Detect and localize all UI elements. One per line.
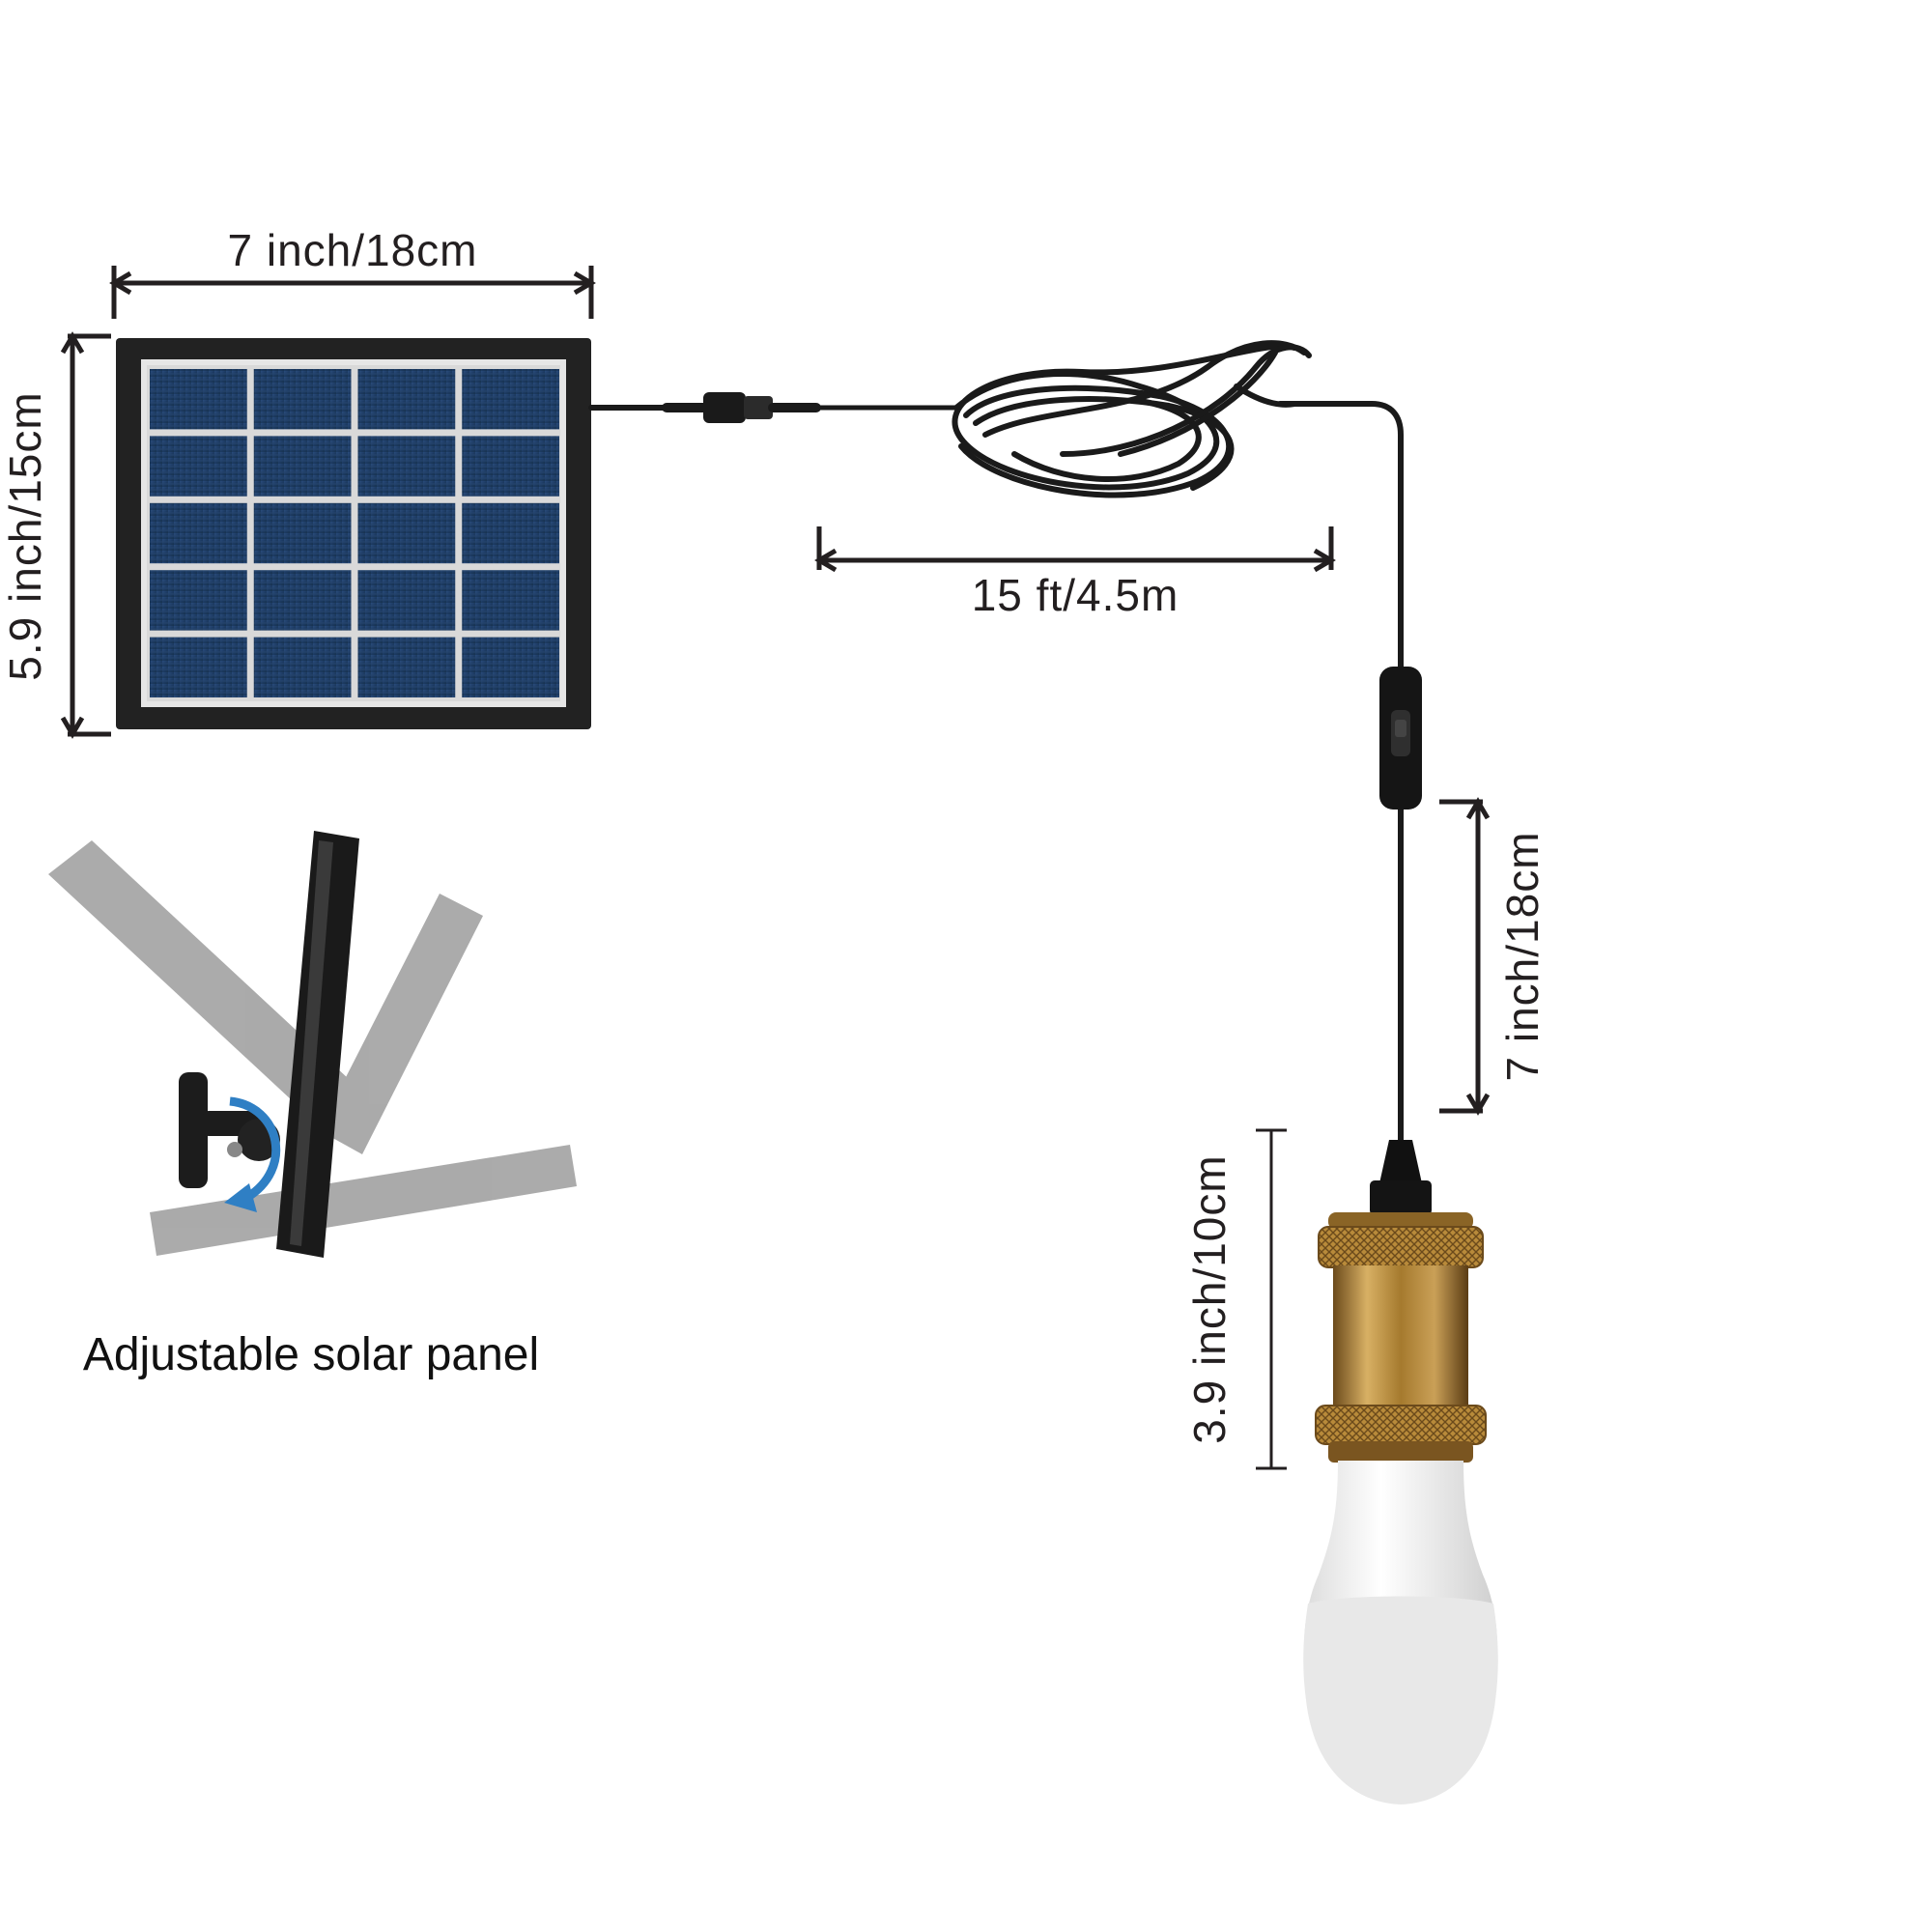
solar-cell bbox=[357, 502, 456, 564]
solar-cell bbox=[253, 436, 352, 497]
cable-length-label: 15 ft/4.5m bbox=[972, 570, 1179, 620]
solar-cell bbox=[150, 502, 247, 564]
switch-to-socket-label: 7 inch/18cm bbox=[1497, 831, 1548, 1081]
adjustable-panel-illustration bbox=[48, 831, 577, 1258]
solar-cell bbox=[253, 570, 352, 631]
dimension-lines bbox=[60, 266, 1491, 1470]
brass-socket-icon bbox=[1315, 1140, 1487, 1463]
socket-height-label: 3.9 inch/10cm bbox=[1184, 1154, 1235, 1443]
solar-cell bbox=[357, 369, 456, 430]
solar-cell bbox=[462, 502, 559, 564]
solar-cell bbox=[150, 369, 247, 430]
panel-height-label: 5.9 inch/15cm bbox=[0, 391, 50, 680]
cable-coil-icon bbox=[952, 340, 1312, 498]
panel-width-label: 7 inch/18cm bbox=[227, 225, 477, 275]
cable bbox=[588, 340, 1404, 1143]
solar-cell bbox=[150, 637, 247, 697]
solar-cell bbox=[253, 502, 352, 564]
solar-cell bbox=[462, 369, 559, 430]
solar-cell bbox=[253, 369, 352, 430]
solar-cell bbox=[357, 637, 456, 697]
solar-cell bbox=[462, 436, 559, 497]
solar-cell bbox=[357, 436, 456, 497]
solar-cell bbox=[462, 570, 559, 631]
solar-panel-icon bbox=[116, 338, 591, 729]
solar-cell bbox=[253, 637, 352, 697]
solar-cell bbox=[462, 637, 559, 697]
inline-switch-icon bbox=[1379, 667, 1422, 810]
solar-cell bbox=[150, 436, 247, 497]
solar-cell bbox=[150, 570, 247, 631]
adjustable-panel-caption: Adjustable solar panel bbox=[83, 1329, 539, 1380]
led-bulb-icon bbox=[1303, 1461, 1498, 1804]
solar-cell bbox=[357, 570, 456, 631]
rotate-arrow-icon bbox=[224, 1096, 281, 1212]
